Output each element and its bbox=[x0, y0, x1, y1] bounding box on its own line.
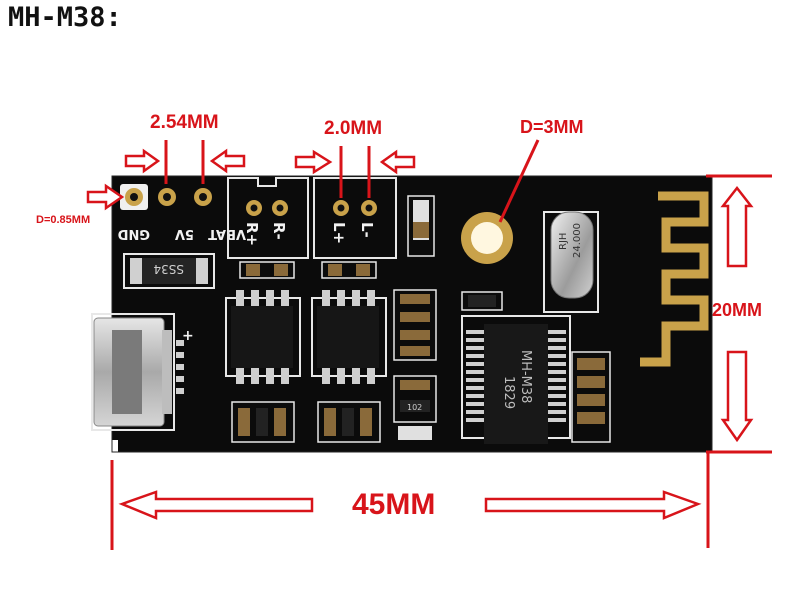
diode-marking: SS34 bbox=[153, 262, 184, 276]
speaker-label-r-minus: R- bbox=[270, 222, 288, 240]
arrow-pin-hole bbox=[86, 183, 125, 211]
chip-marking-name: MH-M38 bbox=[518, 350, 533, 403]
arrow-width-up bbox=[720, 185, 754, 268]
label-hole-diameter: D=3MM bbox=[520, 117, 584, 137]
arrow-speaker-right bbox=[379, 149, 416, 175]
crystal-marking-2: 24.000 bbox=[572, 223, 583, 258]
usb-plus-label: + bbox=[182, 328, 194, 344]
smd-components-top bbox=[239, 261, 503, 311]
pcb-antenna bbox=[640, 191, 709, 367]
pin-label-vbat: VBAT bbox=[208, 226, 246, 241]
diode bbox=[123, 253, 215, 289]
label-board-width: 20MM bbox=[712, 300, 763, 320]
resistor-marking: 102 bbox=[407, 403, 422, 412]
arrow-length-left bbox=[118, 490, 314, 520]
amplifier-chip-2 bbox=[311, 290, 387, 384]
micro-usb-port bbox=[91, 313, 184, 431]
crystal bbox=[543, 211, 599, 313]
speaker-label-l-plus: L+ bbox=[330, 222, 348, 244]
label-board-length: 45MM bbox=[352, 488, 436, 521]
dimension-annotations bbox=[110, 139, 772, 550]
speaker-connector-right bbox=[227, 177, 309, 259]
amplifier-chip-1 bbox=[225, 290, 301, 384]
speaker-label-l-minus: L- bbox=[358, 222, 376, 238]
smd-components-bottom bbox=[231, 351, 611, 443]
pin-label-gnd: GND bbox=[117, 226, 150, 241]
arrow-width-down bbox=[720, 350, 754, 443]
crystal-marking-1: RJH bbox=[558, 233, 569, 250]
pin-label-5v: 5V bbox=[175, 226, 194, 241]
label-pin-hole-diameter: D=0.85MM bbox=[36, 214, 91, 226]
capacitor bbox=[407, 195, 435, 257]
arrow-speaker-left bbox=[294, 149, 333, 175]
header-pins bbox=[120, 184, 212, 210]
arrow-pitch-left bbox=[124, 148, 161, 174]
page-title: MH-M38: bbox=[8, 2, 122, 33]
arrow-pitch-right bbox=[209, 148, 246, 174]
smd-components-middle bbox=[393, 289, 437, 440]
label-speaker-pitch: 2.0MM bbox=[324, 118, 383, 139]
main-chip bbox=[461, 315, 571, 444]
arrow-length-right bbox=[484, 490, 702, 520]
label-pin-pitch: 2.54MM bbox=[150, 112, 219, 133]
chip-marking-code: 1829 bbox=[501, 376, 516, 409]
speaker-label-r-plus: R+ bbox=[243, 222, 261, 246]
